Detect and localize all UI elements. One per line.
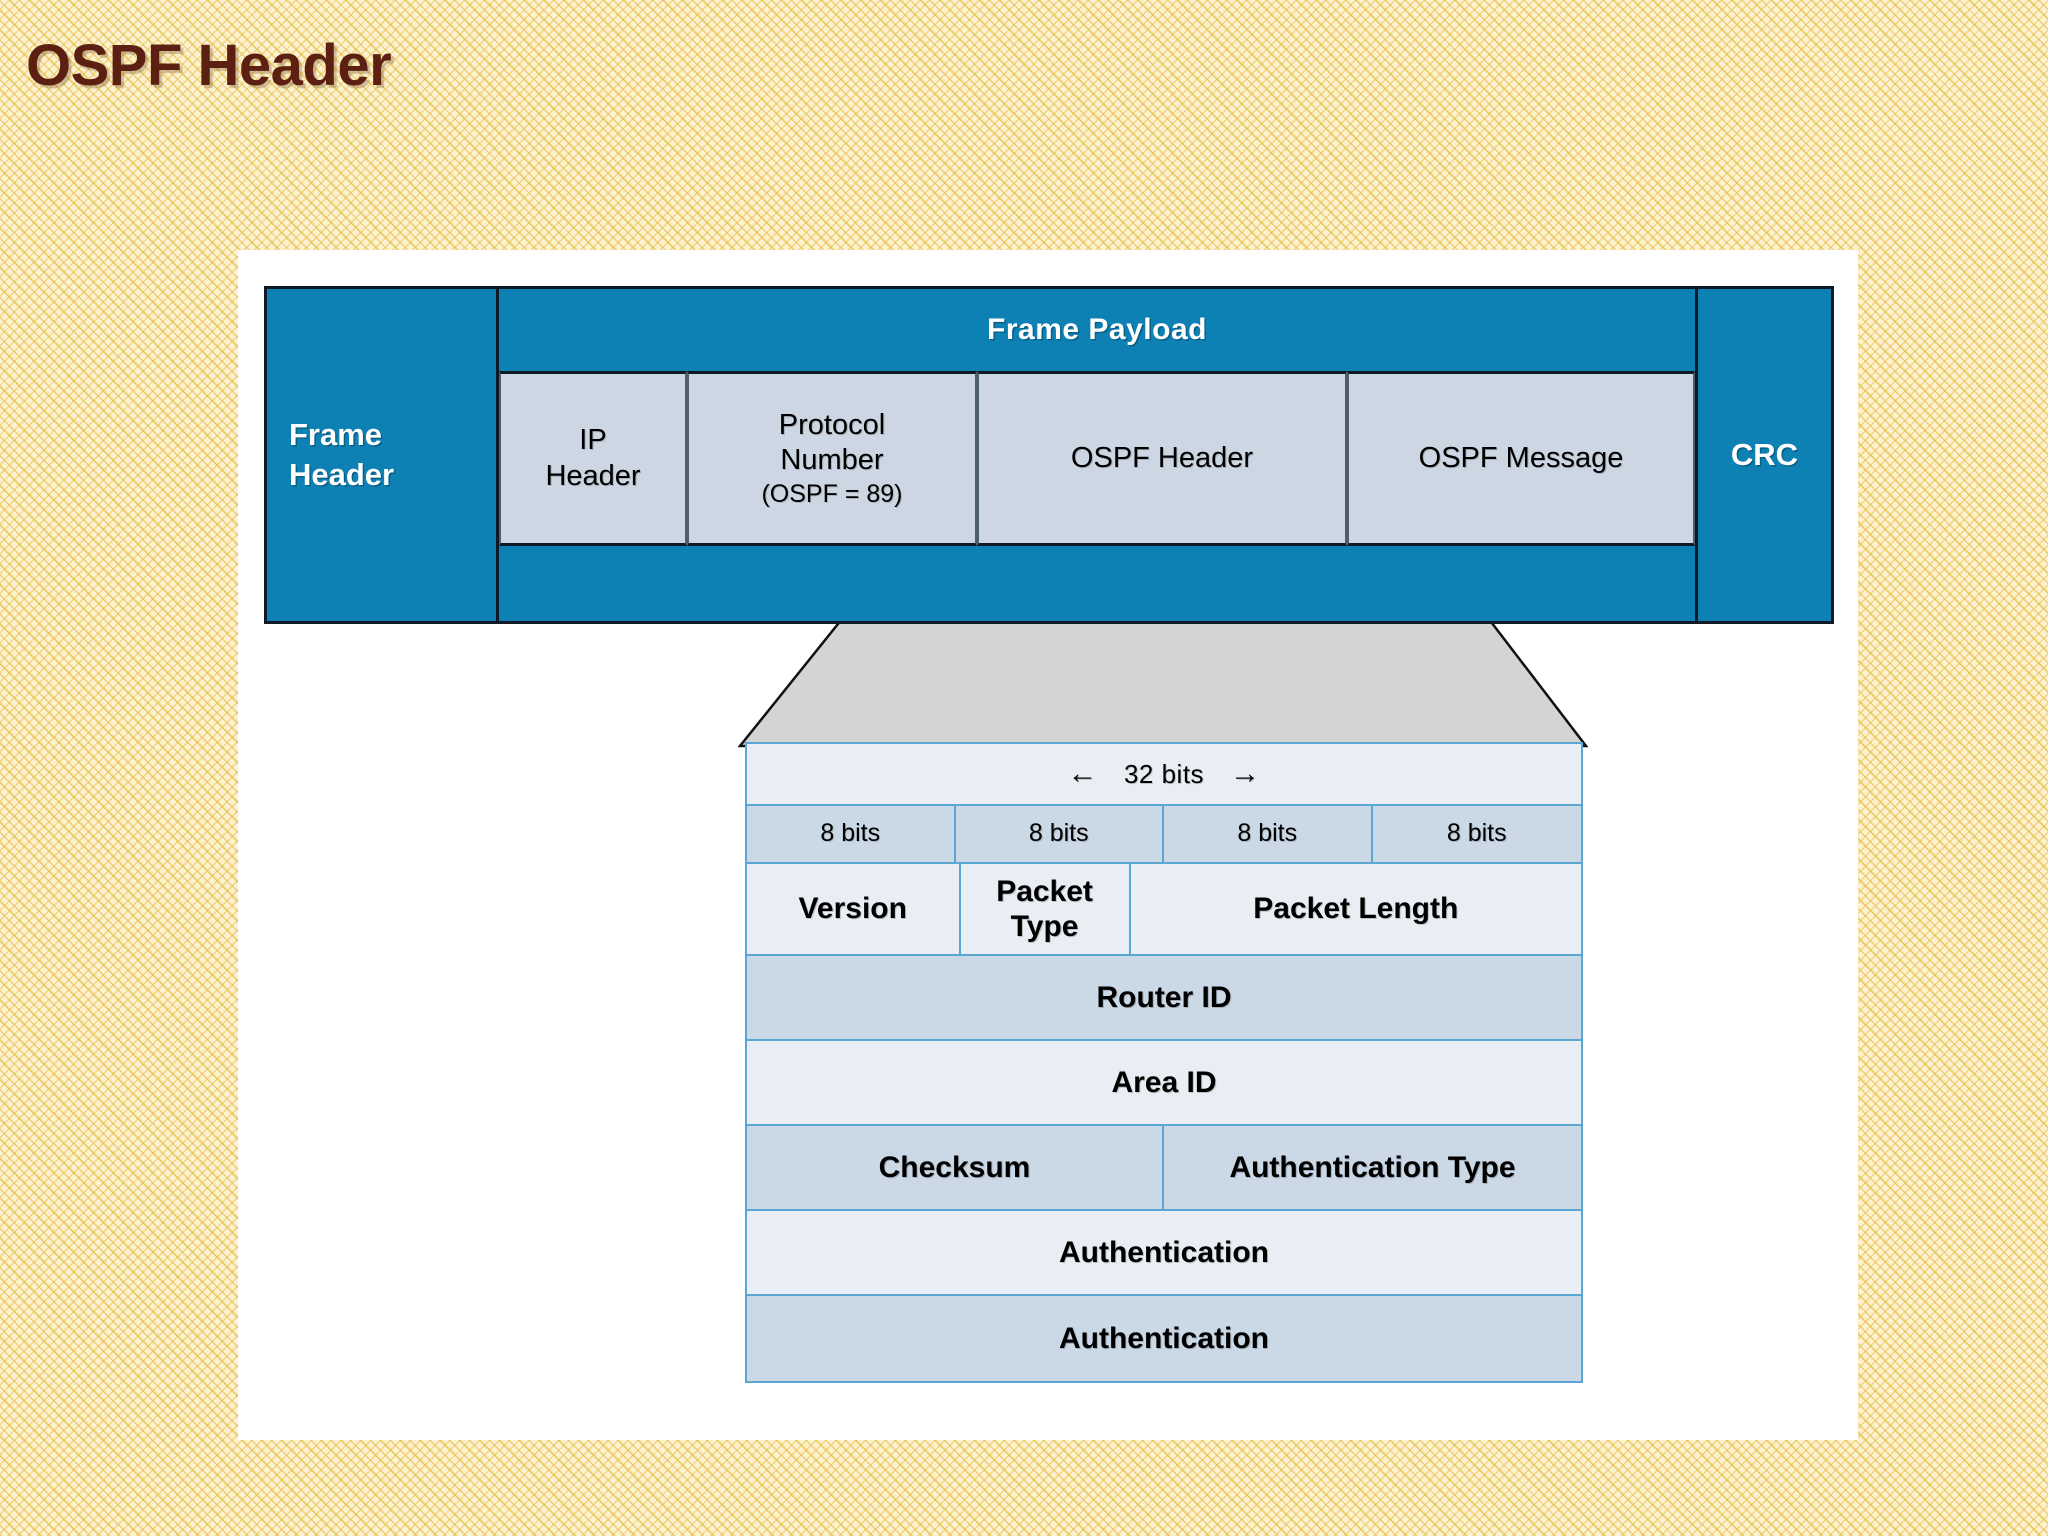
version-field: Version [747,864,961,954]
byte-width-cell-1: 8 bits [747,806,956,862]
authentication-row-2: Authentication [747,1296,1581,1381]
protocol-number-line2: Number [780,444,884,477]
ip-header-cell: IP Header [499,371,687,546]
protocol-number-cell: Protocol Number (OSPF = 89) [687,371,977,546]
frame-diagram: Frame Header Frame Payload IP Header Pro… [264,286,1834,624]
area-id-field: Area ID [747,1041,1581,1124]
width-32bits-label: 32 bits [1123,758,1205,789]
width-32bits-inner: ← 32 bits → [1067,756,1260,791]
protocol-number-line1: Protocol [778,408,886,441]
frame-header-cell: Frame Header [264,286,499,624]
packet-type-label: Packet Type [996,874,1093,945]
router-id-row: Router ID [747,956,1581,1041]
version-row: Version Packet Type Packet Length [747,864,1581,956]
frame-header-label: Frame Header [289,415,394,494]
width-32bits-cell: ← 32 bits → [747,744,1581,804]
arrow-left-icon: ← [1067,757,1098,791]
ip-header-line2: Header [545,459,641,492]
ospf-message-cell: OSPF Message [1347,371,1695,546]
authentication-row-1: Authentication [747,1211,1581,1296]
packet-type-line1: Packet [996,874,1093,908]
frame-payload-block: Frame Payload IP Header Protocol Number … [499,286,1695,624]
router-id-field: Router ID [747,956,1581,1039]
authentication-field-1: Authentication [747,1211,1581,1294]
authentication-field-2: Authentication [747,1296,1581,1381]
byte-width-cell-4: 8 bits [1372,806,1581,862]
byte-width-cell-3: 8 bits [1164,806,1373,862]
ospf-header-table: ← 32 bits → 8 bits 8 bits 8 bits 8 bits … [745,742,1583,1383]
protocol-number-value: (OSPF = 89) [761,479,903,508]
ospf-header-cell: OSPF Header [977,371,1347,546]
byte-width-row: 8 bits 8 bits 8 bits 8 bits [747,806,1581,864]
frame-payload-title: Frame Payload [987,313,1207,346]
frame-header-label-line1: Frame [289,417,383,453]
ip-header-line1: IP [579,424,607,457]
checksum-row: Checksum Authentication Type [747,1126,1581,1211]
area-id-row: Area ID [747,1041,1581,1126]
frame-payload-cells: IP Header Protocol Number (OSPF = 89) OS… [499,371,1695,546]
frame-header-label-line2: Header [289,457,395,492]
crc-cell: CRC [1695,286,1834,624]
bit-width-row: ← 32 bits → [747,744,1581,806]
packet-length-field: Packet Length [1130,864,1581,954]
authentication-type-field: Authentication Type [1164,1126,1581,1209]
page-title: OSPF Header [26,33,392,98]
byte-width-cell-2: 8 bits [955,806,1164,862]
checksum-field: Checksum [747,1126,1164,1209]
ospf-header-label: OSPF Header [1070,441,1254,474]
ospf-message-label: OSPF Message [1418,441,1624,474]
arrow-right-icon: → [1230,757,1261,791]
packet-type-line2: Type [1010,910,1079,943]
packet-type-field: Packet Type [960,864,1131,954]
